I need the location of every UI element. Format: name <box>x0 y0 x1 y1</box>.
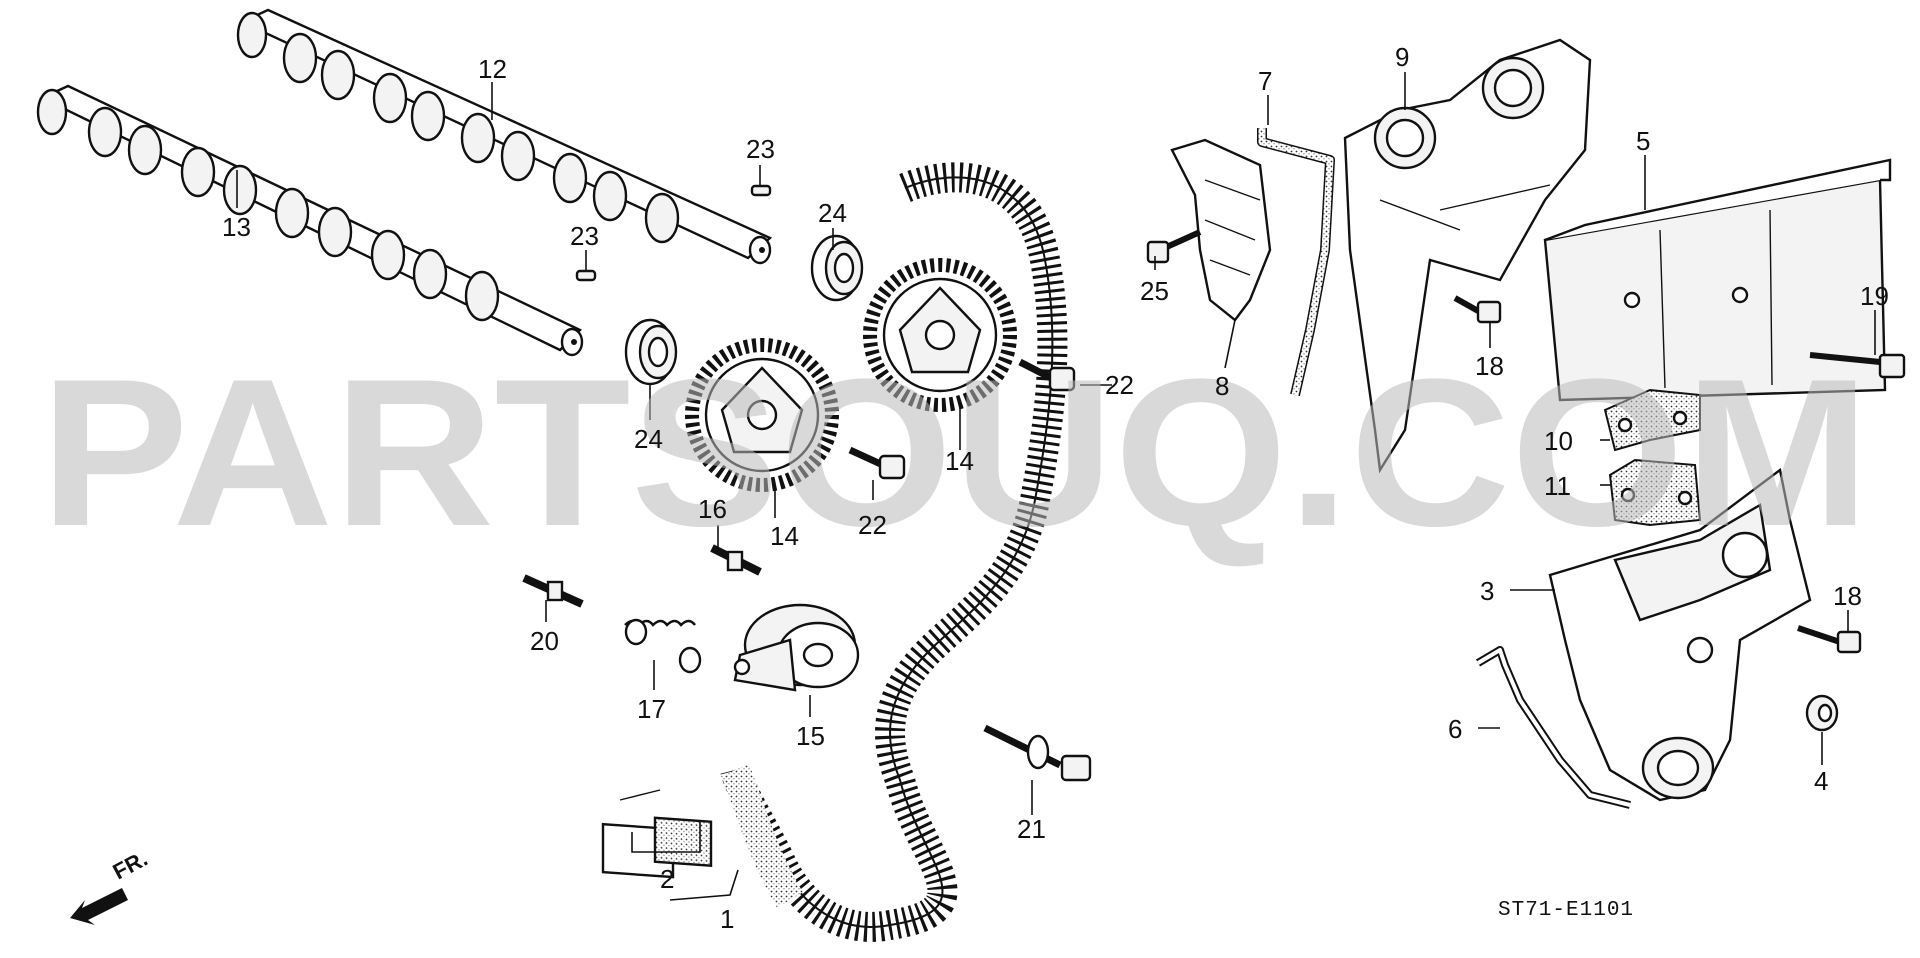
callout-16[interactable]: 16 <box>698 494 727 524</box>
callout-9[interactable]: 9 <box>1395 42 1409 72</box>
callout-18-lower[interactable]: 18 <box>1833 581 1862 611</box>
timing-belt[interactable] <box>720 162 1068 942</box>
callout-19[interactable]: 19 <box>1860 281 1889 311</box>
callout-1[interactable]: 1 <box>720 904 734 934</box>
tensioner-bolt[interactable] <box>983 724 1092 782</box>
stud-bolt-20[interactable] <box>522 574 584 608</box>
oil-seal-left[interactable] <box>624 318 678 386</box>
stud-bolt-16[interactable] <box>710 544 762 576</box>
woodruff-key-lower[interactable] <box>575 269 597 282</box>
cam-pulley-left[interactable] <box>685 338 839 492</box>
callout-12[interactable]: 12 <box>478 54 507 84</box>
diagram-code: ST71-E1101 <box>1498 899 1634 922</box>
callout-2[interactable]: 2 <box>660 864 674 894</box>
callouts: 1 2 3 4 5 6 7 8 9 10 11 12 13 14 14 15 1… <box>222 42 1889 934</box>
callout-4[interactable]: 4 <box>1814 766 1828 796</box>
callout-15[interactable]: 15 <box>796 721 825 751</box>
callout-11[interactable]: 11 <box>1544 471 1571 501</box>
callout-23-lower[interactable]: 23 <box>570 221 599 251</box>
callout-24-left[interactable]: 24 <box>634 424 663 454</box>
front-direction-arrow-icon <box>70 888 128 925</box>
callout-14-upper[interactable]: 14 <box>945 446 974 476</box>
callout-23-upper[interactable]: 23 <box>746 134 775 164</box>
bolt-19[interactable] <box>1809 352 1906 379</box>
callout-25[interactable]: 25 <box>1140 276 1169 306</box>
woodruff-key-upper[interactable] <box>750 184 772 197</box>
cover-seal-7[interactable] <box>1257 128 1335 397</box>
callout-24-right[interactable]: 24 <box>818 198 847 228</box>
callout-14-lower[interactable]: 14 <box>770 521 799 551</box>
cam-pulley-right[interactable] <box>863 258 1017 412</box>
upper-cover-front-5[interactable] <box>1543 158 1892 402</box>
lower-cover-3[interactable] <box>1548 467 1812 802</box>
callout-3[interactable]: 3 <box>1480 576 1494 606</box>
watermark-text: PARTSOUQ.COM <box>40 335 1870 570</box>
camshaft-exhaust[interactable] <box>36 84 584 357</box>
bolt-18-upper[interactable] <box>1453 295 1502 324</box>
callout-8[interactable]: 8 <box>1215 371 1229 401</box>
gasket-10[interactable] <box>1603 388 1701 452</box>
callout-7[interactable]: 7 <box>1258 66 1272 96</box>
washer-4[interactable] <box>1805 694 1839 732</box>
timing-label-stickers[interactable] <box>601 789 713 879</box>
oil-seal-right[interactable] <box>810 234 864 302</box>
pulley-bolt-lower[interactable] <box>848 446 906 480</box>
upper-cover-8[interactable] <box>1170 138 1272 322</box>
bolt-18-lower[interactable] <box>1797 625 1862 654</box>
lower-cover-seal-6[interactable] <box>1475 646 1631 809</box>
tensioner-spring[interactable] <box>624 618 702 674</box>
callout-20[interactable]: 20 <box>530 626 559 656</box>
callout-13[interactable]: 13 <box>222 212 251 242</box>
callout-22-right[interactable]: 22 <box>1105 370 1134 400</box>
callout-10[interactable]: 10 <box>1544 426 1573 456</box>
front-direction-label: FR. <box>109 846 152 885</box>
callout-17[interactable]: 17 <box>637 694 666 724</box>
callout-5[interactable]: 5 <box>1636 126 1650 156</box>
leader-lines <box>236 72 1876 901</box>
callout-21[interactable]: 21 <box>1017 814 1046 844</box>
upper-cover-rear-9[interactable] <box>1343 38 1592 474</box>
callout-6[interactable]: 6 <box>1448 714 1462 744</box>
gasket-11[interactable] <box>1608 458 1702 527</box>
pulley-bolt-upper[interactable] <box>1018 358 1076 392</box>
bolt-25[interactable] <box>1146 229 1202 264</box>
camshaft-intake[interactable] <box>236 8 773 265</box>
tensioner-pulley[interactable] <box>733 603 860 692</box>
callout-18-upper[interactable]: 18 <box>1475 351 1504 381</box>
callout-22-left[interactable]: 22 <box>858 510 887 540</box>
